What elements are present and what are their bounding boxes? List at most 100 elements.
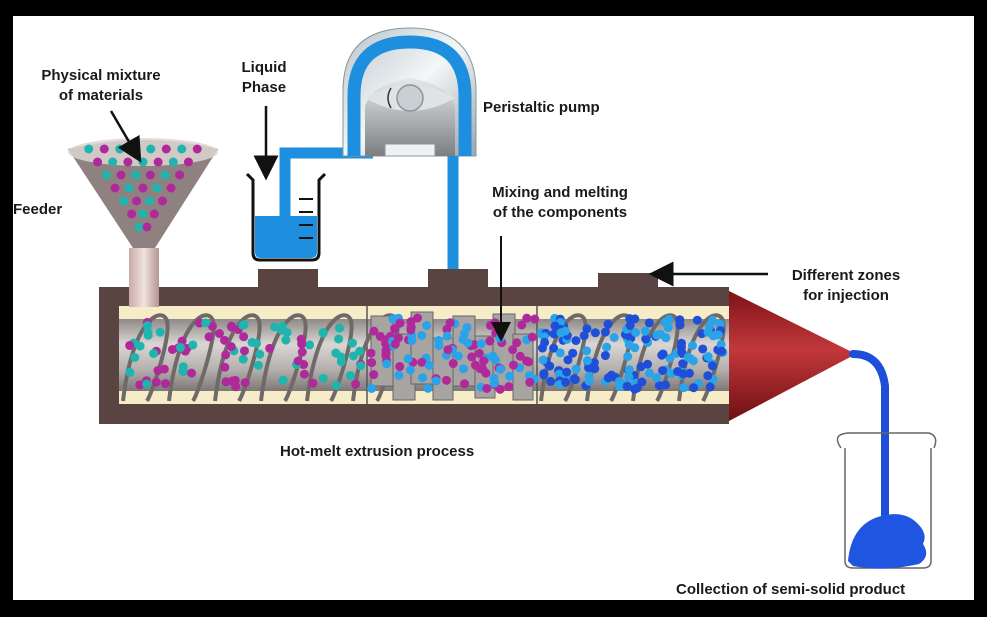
label-collection: Collection of semi-solid product (676, 581, 906, 598)
particle (226, 342, 236, 352)
particle (527, 332, 537, 342)
particle (539, 369, 549, 379)
particle (135, 341, 145, 351)
particle (546, 376, 556, 386)
particle (554, 369, 564, 379)
collection-beaker (836, 432, 937, 569)
particle (152, 183, 162, 193)
particle (624, 372, 634, 382)
particle (538, 355, 548, 365)
particle (705, 382, 715, 392)
particle (560, 326, 570, 336)
particle (405, 365, 415, 375)
particle (297, 347, 307, 357)
extrusion-die (729, 291, 856, 421)
particle (178, 366, 188, 376)
particle (334, 334, 344, 344)
particle (220, 362, 230, 372)
diagram-canvas: Physical mixture of materials Liquid Pha… (13, 16, 974, 600)
particle (448, 359, 458, 369)
particle (99, 144, 109, 154)
particle (431, 376, 441, 386)
particle (458, 334, 468, 344)
particle (394, 370, 404, 380)
particle (151, 377, 161, 387)
particle (214, 329, 224, 339)
particle (525, 377, 535, 387)
particle (482, 383, 492, 393)
particle (367, 383, 377, 393)
particle (495, 384, 505, 394)
particle (238, 320, 248, 330)
particle (367, 358, 377, 368)
particle (247, 337, 257, 347)
particle (698, 344, 708, 354)
particle (138, 183, 148, 193)
particle (207, 321, 217, 331)
liquid-fill (255, 216, 317, 258)
particle (562, 367, 572, 377)
particle (703, 327, 713, 337)
particle (703, 371, 713, 381)
particle (625, 320, 635, 330)
particle (715, 319, 725, 329)
particle (508, 360, 518, 370)
particle (417, 357, 427, 367)
particle (130, 353, 140, 363)
particle (110, 183, 120, 193)
particle (703, 352, 713, 362)
particle (127, 209, 137, 219)
particle (640, 326, 650, 336)
particle (654, 381, 664, 391)
particle (522, 313, 532, 323)
particle (530, 314, 540, 324)
particle (540, 337, 550, 347)
particle (240, 346, 250, 356)
particle (255, 349, 265, 359)
particle (166, 183, 176, 193)
particle (395, 362, 405, 372)
particle (467, 352, 477, 362)
particle (413, 313, 423, 323)
particle (101, 170, 111, 180)
particle (571, 336, 581, 346)
particle (116, 170, 126, 180)
particle (658, 349, 668, 359)
particle (622, 381, 632, 391)
particle (664, 315, 674, 325)
particle (226, 321, 236, 331)
kneading-blocks (370, 311, 534, 401)
peristaltic-pump (342, 27, 477, 157)
particle (238, 354, 248, 364)
extruder-barrel (99, 269, 729, 424)
label-mixing-melting: Mixing and melting of the components (475, 183, 645, 223)
particle (495, 364, 505, 374)
particle (194, 318, 204, 328)
particle (355, 346, 365, 356)
particle (656, 329, 666, 339)
particle (119, 196, 128, 206)
particle (571, 364, 581, 374)
particle (187, 368, 197, 378)
particle (336, 357, 346, 367)
particle (168, 157, 178, 167)
particle (549, 343, 559, 353)
particle (631, 327, 641, 337)
particle (600, 327, 610, 337)
particle (201, 318, 211, 328)
particle (161, 144, 171, 154)
particle (550, 321, 560, 331)
particle (579, 331, 589, 341)
particle (505, 371, 515, 381)
semi-solid-product (848, 514, 927, 569)
particle (382, 359, 392, 369)
particle (239, 332, 249, 342)
label-injection-zones: Different zones for injection (771, 266, 921, 306)
particle (143, 330, 153, 340)
particle (345, 371, 355, 381)
particle (624, 340, 634, 350)
particle (270, 322, 280, 332)
particle (582, 346, 592, 356)
particle (135, 380, 145, 390)
particle (570, 375, 580, 385)
